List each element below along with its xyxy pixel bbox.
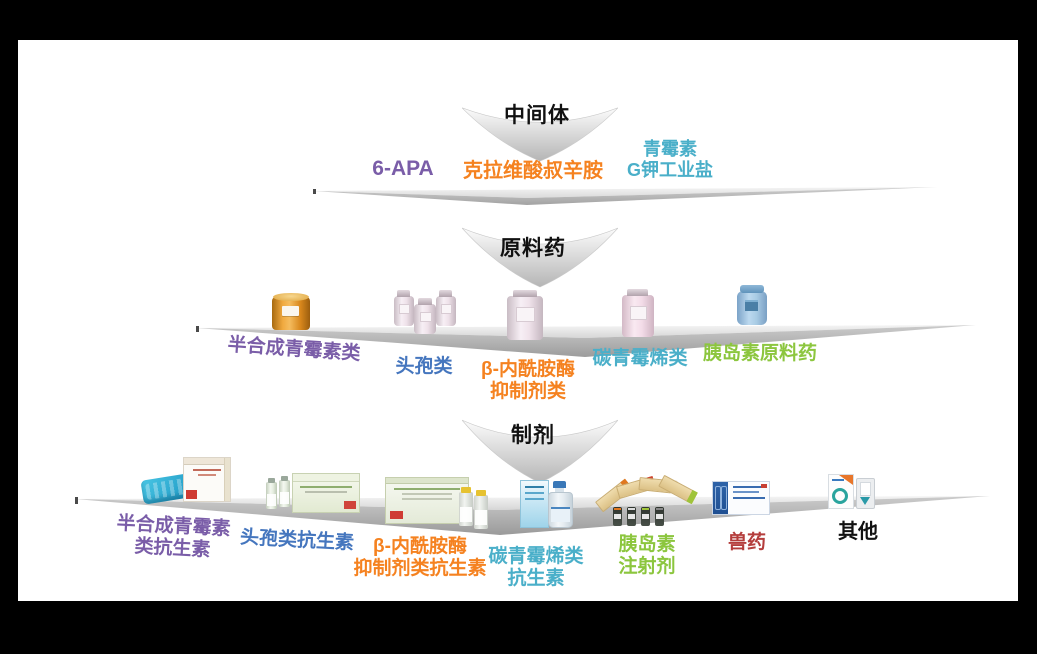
other-products-icon xyxy=(828,474,876,509)
label-insulin-api: 胰岛素原料药 xyxy=(702,343,818,364)
label-penicillin-g: 青霉素 G钾工业盐 xyxy=(626,139,714,180)
orange-drum-icon xyxy=(272,293,310,330)
label-cephalosporins: 头孢类 xyxy=(395,356,453,377)
label-6apa: 6-APA xyxy=(372,157,434,180)
label-insulin-injections: 胰岛素 注射剂 xyxy=(618,534,676,577)
label-beta-lactamase-inhibitors: β-内酰胺酶 抑制剂类 xyxy=(481,359,575,402)
cephalosporin-vials-icon xyxy=(266,476,296,512)
blue-jar-icon xyxy=(737,285,767,325)
label-semisynthetic-penicillin-antibiotics: 半合成青霉素 类抗生素 xyxy=(116,513,232,561)
green-box-icon xyxy=(292,473,360,513)
insulin-pens-icon xyxy=(595,474,698,528)
label-clavulanate: 克拉维酸叔辛胺 xyxy=(463,160,603,182)
tier-title-apis: 原料药 xyxy=(500,237,566,260)
three-canisters-icon xyxy=(394,290,458,336)
label-carbapenems: 碳青霉烯类 xyxy=(592,348,688,369)
pink-canister-icon xyxy=(622,289,654,337)
label-beta-lactamase-inhibitor-antibiotics: β-内酰胺酶 抑制剂类抗生素 xyxy=(353,536,487,579)
label-veterinary-drugs: 兽药 xyxy=(727,532,767,553)
tier-title-intermediates: 中间体 xyxy=(504,104,570,127)
down-arrow-icon xyxy=(462,107,618,162)
down-arrow-icon xyxy=(462,227,618,288)
yellow-cap-vials-icon xyxy=(459,487,493,529)
tier-title-formulations: 制剂 xyxy=(511,424,555,447)
down-arrow-icon xyxy=(462,419,618,484)
medicine-box-icon xyxy=(183,457,231,502)
shelf-platform-2 xyxy=(196,325,976,357)
label-others: 其他 xyxy=(838,521,878,543)
infusion-bottle-icon xyxy=(548,481,573,528)
shelf-platform-1 xyxy=(313,187,937,205)
long-green-box-icon xyxy=(385,477,469,524)
blue-carton-icon xyxy=(520,480,549,528)
veterinary-box-icon xyxy=(712,481,770,515)
label-carbapenem-antibiotics: 碳青霉烯类 抗生素 xyxy=(488,546,584,589)
white-canister-icon xyxy=(507,290,543,340)
